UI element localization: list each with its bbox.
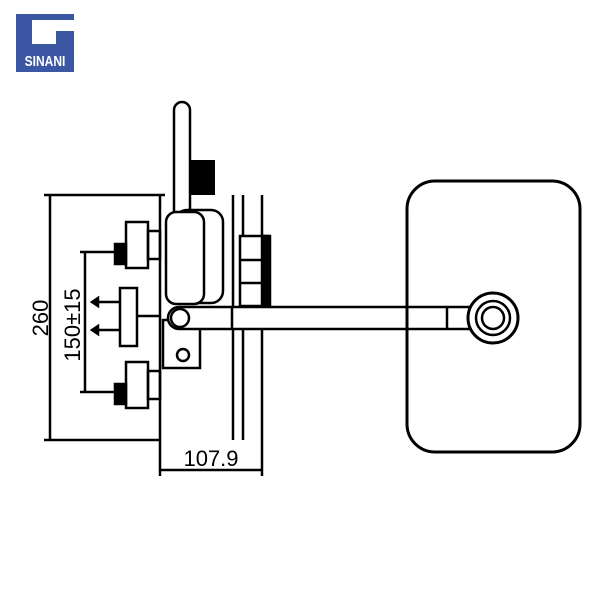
dimension-mount-spacing-label: 150±15: [60, 288, 85, 361]
head-unit: [164, 208, 225, 306]
vertical-rod: [172, 100, 192, 215]
sinani-logo: SINANI: [16, 14, 74, 72]
side-clamps: [238, 234, 272, 308]
clamp-block: [191, 160, 215, 195]
mounting-brackets: [89, 220, 162, 410]
logo-mark-inner: [56, 31, 74, 44]
dimension-260-label: 260: [28, 300, 53, 337]
dimension-depth: 107.9: [158, 440, 264, 476]
dimension-260: 260: [28, 193, 165, 442]
mirror: [405, 179, 582, 454]
dimension-depth-label: 107.9: [183, 446, 238, 471]
mirror-arm: [166, 305, 495, 331]
mirror-pivot: [445, 291, 520, 345]
logo-text: SINANI: [24, 53, 66, 70]
dimension-mount-spacing: 150±15: [60, 250, 140, 394]
